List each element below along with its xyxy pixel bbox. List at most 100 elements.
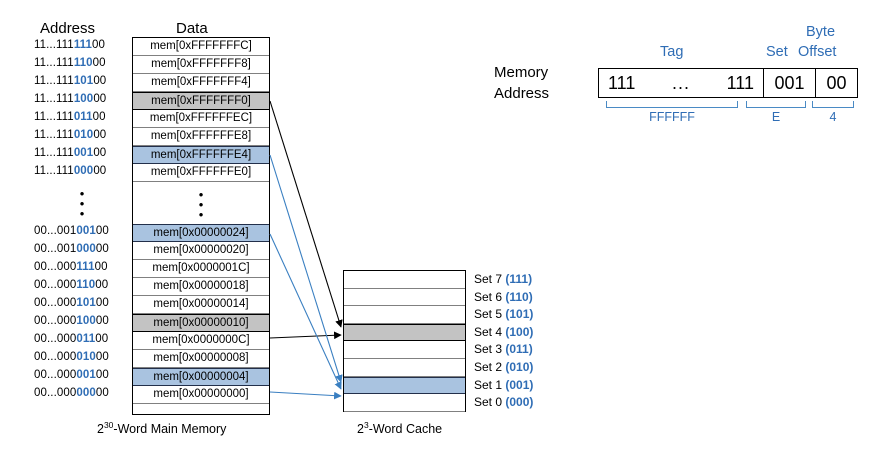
cache-set-row bbox=[344, 306, 465, 324]
arrow-00000010-to-set4 bbox=[269, 331, 342, 340]
cache-set-label: Set 0 (000) bbox=[474, 395, 533, 409]
addr-offset-bits: 00 bbox=[95, 387, 109, 399]
set-name: Set 4 bbox=[474, 324, 503, 339]
addr-prefix: 00...000 bbox=[34, 351, 77, 363]
addr-offset-bits: 00 bbox=[93, 129, 107, 141]
addr-offset-bits: 00 bbox=[92, 111, 106, 123]
memory-address-label-row: 00...00001000 bbox=[34, 351, 130, 363]
address-column-header: Address bbox=[40, 20, 96, 37]
addr-offset-bits: 00 bbox=[95, 369, 109, 381]
tag-field: 111 ... 111 bbox=[599, 69, 763, 97]
addr-offset-bits: 00 bbox=[92, 39, 106, 51]
addr-set-bits: 101 bbox=[73, 75, 94, 87]
cache-set-label: Set 7 (111) bbox=[474, 272, 532, 286]
byte-field-label: Byte bbox=[806, 24, 836, 40]
addr-set-bits: 001 bbox=[73, 147, 94, 159]
addr-offset-bits: 00 bbox=[95, 297, 109, 309]
addr-offset-bits: 00 bbox=[93, 93, 107, 105]
memory-row: mem[0xFFFFFFEC] bbox=[133, 110, 269, 128]
addr-set-bits: 101 bbox=[76, 297, 96, 309]
addr-offset-bits: 00 bbox=[93, 147, 107, 159]
cache-set-label: Set 1 (001) bbox=[474, 378, 533, 392]
set-name: Set 0 bbox=[474, 395, 503, 410]
cache-set-label: Set 5 (101) bbox=[474, 307, 533, 321]
set-brace bbox=[746, 101, 806, 108]
memory-caption-base: 2 bbox=[97, 422, 104, 437]
cache-caption-rest: -Word Cache bbox=[368, 422, 443, 437]
memory-row: mem[0x00000000] bbox=[133, 386, 269, 404]
main-memory-caption: 230-Word Main Memory bbox=[97, 420, 226, 436]
memory-address-label: Memory Address bbox=[494, 62, 549, 104]
address-ellipsis: ••• bbox=[79, 186, 85, 221]
memory-address-label-row: 00...00011100 bbox=[34, 261, 130, 273]
addr-offset-bits: 00 bbox=[92, 57, 106, 69]
addr-offset-bits: 00 bbox=[95, 225, 109, 237]
cache-set-row bbox=[344, 341, 465, 359]
addr-set-bits: 100 bbox=[76, 315, 96, 327]
tag-brace bbox=[606, 101, 738, 108]
cache-caption-base: 2 bbox=[357, 422, 364, 437]
cache-set-row bbox=[344, 376, 465, 395]
addr-prefix: 11...111 bbox=[34, 39, 74, 51]
arrow-00000004-to-set1 bbox=[269, 391, 342, 400]
cache-caption-exponent: 3 bbox=[363, 420, 369, 430]
addr-prefix: 00...000 bbox=[34, 297, 77, 309]
tag-left-bits: 111 bbox=[608, 72, 636, 93]
memory-row: mem[0xFFFFFFFC] bbox=[133, 38, 269, 56]
arrow-ffffff0-to-set4 bbox=[269, 100, 343, 328]
addr-prefix: 11...111 bbox=[34, 93, 74, 105]
memory-row: mem[0x00000024] bbox=[133, 224, 269, 242]
memory-address-label-line2: Address bbox=[494, 85, 550, 102]
memory-row: mem[0x0000000C] bbox=[133, 332, 269, 350]
memory-address-label-row: 00...00001100 bbox=[34, 333, 130, 345]
cache-set-label: Set 4 (100) bbox=[474, 325, 533, 339]
addr-set-bits: 010 bbox=[73, 129, 94, 141]
addr-set-bits: 100 bbox=[73, 93, 94, 105]
set-field: 001 bbox=[763, 69, 815, 97]
addr-offset-bits: 00 bbox=[95, 243, 109, 255]
memory-address-label-row: 11...11111000 bbox=[34, 57, 130, 69]
memory-row: mem[0xFFFFFFE4] bbox=[133, 146, 269, 164]
addr-set-bits: 000 bbox=[76, 387, 96, 399]
tag-field-label: Tag bbox=[660, 44, 684, 60]
addr-prefix: 11...111 bbox=[34, 75, 74, 87]
addr-prefix: 11...111 bbox=[34, 165, 74, 177]
memory-address-label-row: 00...00011000 bbox=[34, 279, 130, 291]
data-column-header: Data bbox=[176, 20, 208, 37]
offset-hex-annotation: 4 bbox=[829, 110, 837, 124]
set-binary: (111) bbox=[505, 272, 533, 286]
memory-address-label-row: 11...11101100 bbox=[34, 111, 130, 123]
offset-field-label: Offset bbox=[798, 44, 837, 60]
memory-address-label-row: 11...11100100 bbox=[34, 147, 130, 159]
addr-set-bits: 111 bbox=[73, 39, 93, 51]
addr-prefix: 11...111 bbox=[34, 147, 74, 159]
addr-offset-bits: 00 bbox=[95, 279, 109, 291]
tag-right-bits: 111 bbox=[726, 72, 754, 93]
addr-prefix: 11...111 bbox=[34, 111, 74, 123]
addr-set-bits: 011 bbox=[73, 111, 93, 123]
addr-set-bits: 001 bbox=[76, 225, 96, 237]
cache-set-row bbox=[344, 288, 465, 307]
set-name: Set 5 bbox=[474, 307, 503, 322]
memory-address-label-row: 00...00000100 bbox=[34, 369, 130, 381]
addr-offset-bits: 00 bbox=[94, 261, 108, 273]
memory-row: mem[0x0000001C] bbox=[133, 260, 269, 278]
set-binary: (011) bbox=[505, 342, 533, 357]
memory-row: mem[0xFFFFFFF8] bbox=[133, 56, 269, 74]
memory-address-label-row: 00...00010100 bbox=[34, 297, 130, 309]
set-name: Set 7 bbox=[474, 272, 503, 286]
memory-address-field-box: 111 ... 111 001 00 bbox=[598, 68, 858, 98]
addr-prefix: 00...000 bbox=[34, 315, 77, 327]
offset-brace bbox=[812, 101, 854, 108]
cache-set-row bbox=[344, 323, 465, 342]
addr-prefix: 00...000 bbox=[34, 369, 77, 381]
memory-address-label-row: 11...11101000 bbox=[34, 129, 130, 141]
cache-set-label: Set 3 (011) bbox=[474, 342, 533, 356]
cache-table bbox=[343, 270, 466, 412]
addr-set-bits: 010 bbox=[76, 351, 96, 363]
tag-hex-annotation: FFFFFF bbox=[649, 110, 695, 124]
set-binary: (010) bbox=[505, 360, 534, 374]
byte-offset-field: 00 bbox=[815, 69, 857, 97]
cache-set-label: Set 6 (110) bbox=[474, 290, 533, 304]
